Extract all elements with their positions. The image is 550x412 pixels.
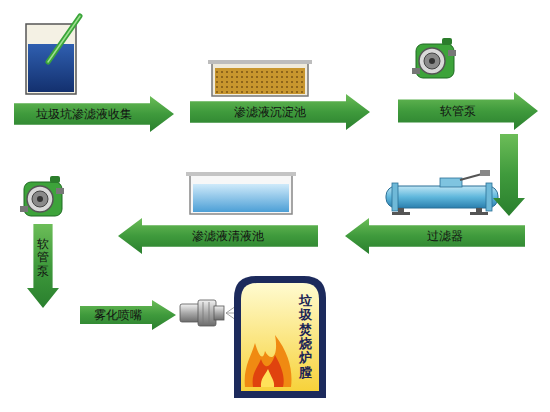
step-label: 过滤器	[427, 229, 463, 243]
step-label: 渗滤液清液池	[192, 229, 264, 243]
incinerator-furnace: 垃圾焚烧炉膛	[234, 276, 326, 398]
flow-arrow: 过滤器	[345, 218, 525, 254]
collection-tank	[26, 16, 80, 94]
flow-arrow: 雾化喷嘴	[80, 300, 176, 330]
hose-pump-icon	[412, 38, 456, 78]
vertical-label: 软管泵	[37, 238, 49, 278]
hose-pump-icon	[20, 176, 64, 216]
flow-arrow: 软管泵	[27, 224, 59, 308]
sedimentation-tank	[208, 60, 312, 96]
flow-arrow: 垃圾坑渗滤液收集	[14, 96, 174, 132]
clear-liquid-tank	[186, 172, 296, 214]
vertical-label: 垃圾焚烧炉膛	[299, 294, 312, 380]
step-label: 雾化喷嘴	[94, 308, 142, 322]
filter-icon	[386, 170, 498, 215]
flow-arrow: 软管泵	[398, 92, 538, 130]
flow-connector-arrow	[493, 134, 525, 216]
step-label: 垃圾坑渗滤液收集	[36, 107, 132, 121]
flow-arrow: 渗滤液清液池	[118, 218, 318, 254]
flow-arrow: 渗滤液沉淀池	[190, 94, 370, 130]
step-label: 软管泵	[440, 104, 476, 118]
furnace-body	[234, 276, 326, 398]
nozzle-icon	[180, 300, 237, 326]
step-label: 渗滤液沉淀池	[234, 105, 306, 119]
